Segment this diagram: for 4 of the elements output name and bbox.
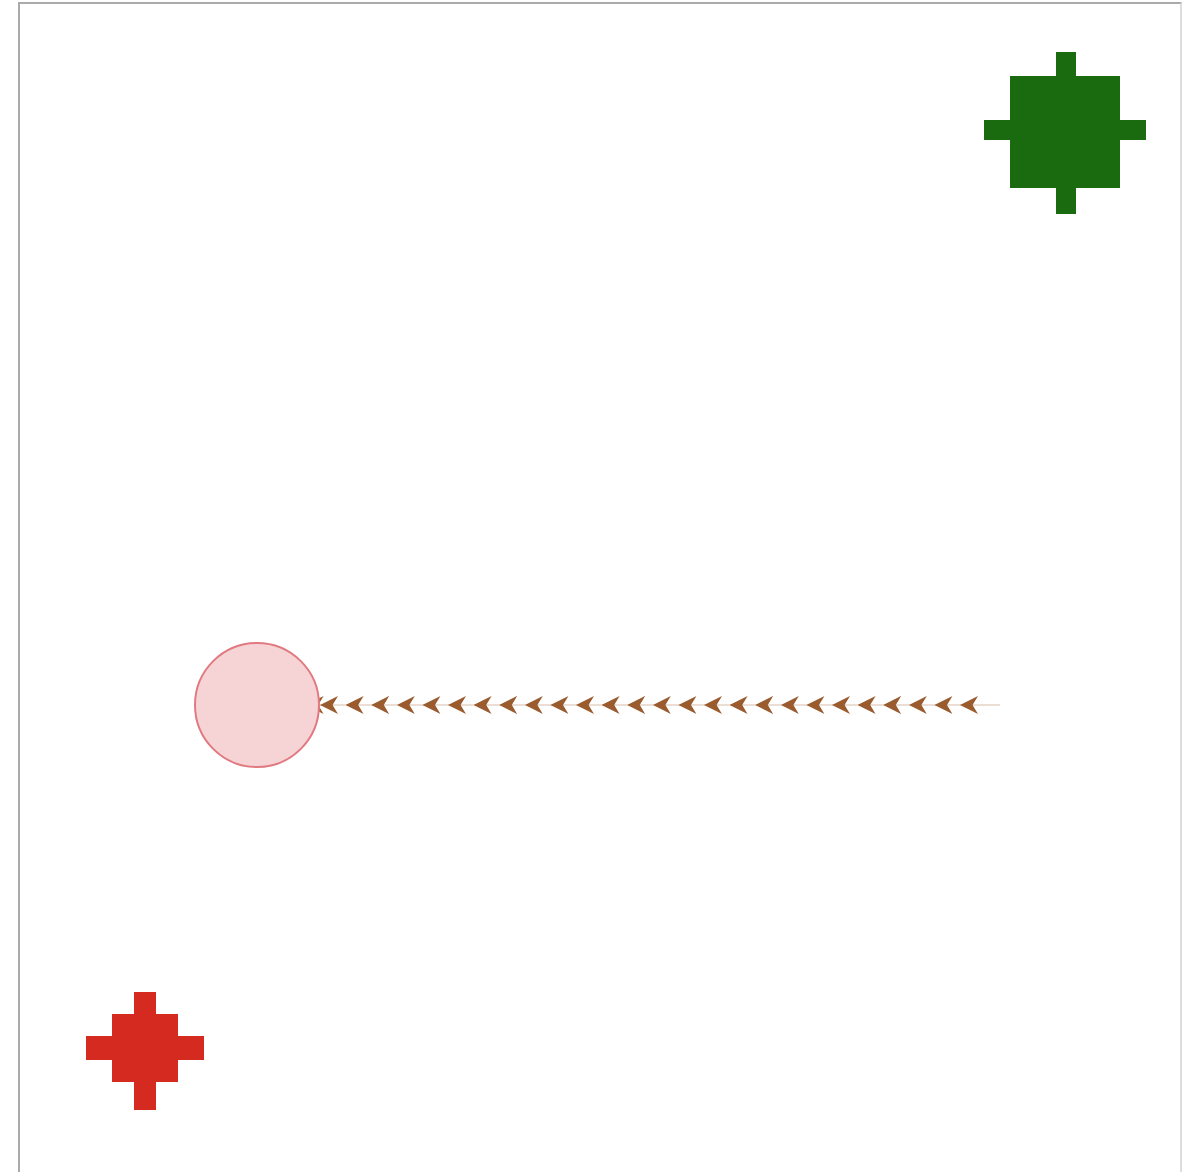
cross-shape [984, 52, 1146, 214]
stepped-diamond-shape [86, 992, 204, 1110]
circle-shape [194, 642, 320, 768]
arrowhead-trail [319, 696, 1001, 714]
